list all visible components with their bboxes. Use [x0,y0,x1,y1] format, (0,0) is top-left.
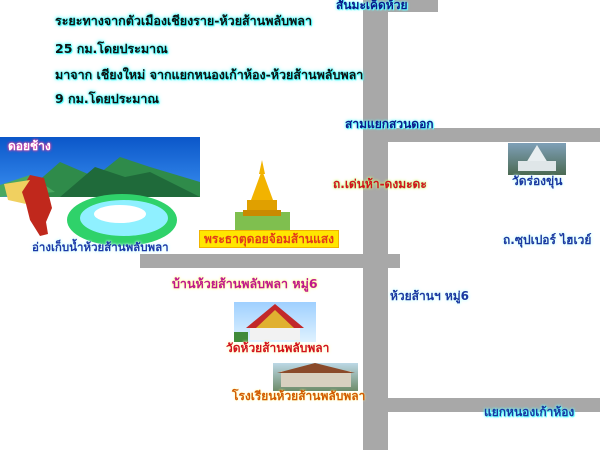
info-line-4: 9 กม.โดยประมาณ [55,91,159,106]
label-bottom-junction: แยกหนองเก้าห้อง [484,405,575,419]
wat-huaisan-image [234,302,316,342]
label-village6-left: บ้านห้วยส้านพลับพลา หมู่6 [172,276,318,291]
road-top-horizontal [363,0,438,12]
label-road-name: ถ.เด่นห้า-ดงมะดะ [333,177,427,191]
label-top-road: สันมะเค็ดห้วย [336,0,408,12]
reservoir-image [62,190,180,250]
road-vertical-top [363,0,388,450]
info-line-3: มาจาก เชียงใหม่ จากแยกหนองเก้าห้อง-ห้วยส… [55,67,364,82]
road-horizontal-lower [363,398,600,412]
temple-doi-icon [235,160,290,232]
label-mountain: ดอยช้าง [8,139,51,153]
info-line-2: 25 กม.โดยประมาณ [55,41,168,56]
label-village6-right: ห้วยส้านฯ หมู่6 [390,289,470,303]
label-temple-doi: พระธาตุดอยจ้อมส้านแสง [199,230,340,248]
label-school: โรงเรียนห้วยส้านพลับพลา [232,389,366,403]
province-map [0,170,70,240]
road-horizontal-mid [140,254,400,268]
label-wat-rongkhun: วัดร่องขุ่น [512,174,563,188]
label-superhighway: ถ.ซุปเปอร์ ไฮเวย์ [503,233,592,247]
road-horizontal-upper [363,128,600,142]
info-line-1: ระยะทางจากตัวเมืองเชียงราย-ห้วยส้านพลับพ… [55,13,312,28]
label-reservoir: อ่างเก็บน้ำห้วยส้านพลับพลา [32,240,169,254]
road-vertical-left-mid [345,254,365,268]
label-junction-suan: สามแยกสวนดอก [345,117,434,131]
school-image [273,363,358,391]
wat-rongkhun-image [508,143,566,175]
label-wat-huaisan: วัดห้วยส้านพลับพลา [226,341,330,355]
